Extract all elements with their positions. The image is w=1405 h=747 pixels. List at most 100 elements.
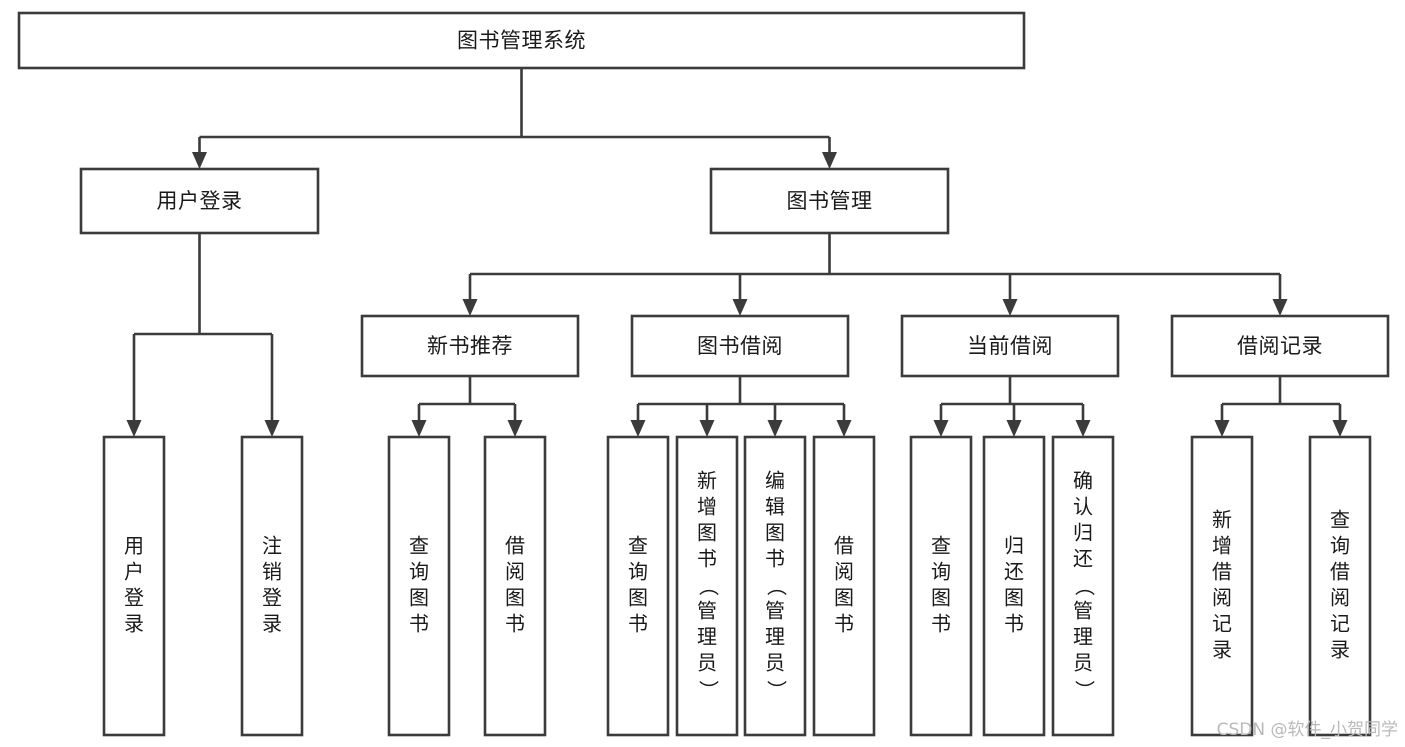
node-box-user-login (79, 167, 320, 235)
node-label-leaf-query-book-3-char-2: 图 (931, 586, 951, 610)
node-root[interactable]: 图书管理系统 (17, 11, 1026, 70)
node-box-leaf-query-book-3 (909, 435, 973, 737)
node-box-leaf-borrow-book-1 (483, 435, 547, 737)
node-label-new-book-rec: 新书推荐 (427, 334, 513, 358)
node-label-leaf-query-record-char-3: 阅 (1330, 586, 1350, 610)
node-box-borrow-record (1170, 314, 1390, 378)
node-label-leaf-query-record-char-4: 记 (1330, 612, 1350, 636)
node-label-leaf-query-book-1-char-3: 书 (409, 612, 429, 636)
node-user-login[interactable]: 用户登录 (79, 167, 320, 235)
connector-arrow-leaf-query-book-3 (933, 420, 949, 437)
node-label-leaf-query-record-char-1: 询 (1330, 534, 1350, 558)
node-label-leaf-query-book-1-char-1: 询 (409, 560, 429, 584)
node-label-leaf-borrow-book-2-char-1: 阅 (834, 560, 854, 584)
node-label-leaf-borrow-book-1-char-1: 阅 (505, 560, 525, 584)
connector-arrow-leaf-query-book-1 (411, 420, 427, 437)
node-box-book-manage (709, 167, 950, 235)
connector-arrow-leaf-return-book (1006, 420, 1022, 437)
node-label-leaf-edit-book-char-7: 员 (765, 651, 785, 675)
connector-arrow-leaf-confirm-return (1075, 420, 1091, 437)
node-label-leaf-return-book-char-2: 图 (1004, 586, 1024, 610)
node-label-leaf-borrow-book-2-char-3: 书 (834, 612, 854, 636)
node-label-leaf-add-book-char-0: 新 (697, 469, 717, 493)
node-label-leaf-confirm-return-char-5: 管 (1073, 599, 1093, 623)
node-label-leaf-add-record-char-3: 阅 (1212, 586, 1232, 610)
node-label-leaf-query-book-3-char-3: 书 (931, 612, 951, 636)
node-box-leaf-query-book-2 (606, 435, 670, 737)
node-label-leaf-query-book-3-char-0: 查 (931, 534, 951, 558)
node-label-leaf-user-logout-char-1: 销 (262, 560, 282, 584)
node-new-book-rec[interactable]: 新书推荐 (360, 314, 580, 378)
node-label-leaf-edit-book-char-5: 管 (765, 599, 785, 623)
node-label-leaf-confirm-return-char-1: 认 (1073, 495, 1093, 519)
connector-arrow-book-borrow (732, 299, 748, 316)
connector-layer (126, 68, 1348, 437)
connector-group-user-login (126, 233, 280, 437)
node-label-leaf-confirm-return-char-2: 归 (1073, 521, 1093, 545)
connector-arrow-leaf-add-record (1214, 420, 1230, 437)
node-leaf-user-login[interactable]: 用户登录 (102, 435, 166, 737)
node-box-leaf-return-book (982, 435, 1046, 737)
node-label-leaf-user-login-char-1: 户 (124, 560, 144, 584)
connector-arrow-leaf-user-login (126, 420, 142, 437)
node-box-book-borrow (630, 314, 850, 378)
node-box-leaf-user-logout (240, 435, 304, 737)
node-label-leaf-add-book-char-3: 书 (697, 547, 717, 571)
node-label-leaf-query-book-3-char-1: 询 (931, 560, 951, 584)
node-box-leaf-add-record (1190, 435, 1254, 737)
node-current-borrow[interactable]: 当前借阅 (900, 314, 1120, 378)
node-label-leaf-add-book-char-6: 理 (697, 625, 717, 649)
node-label-leaf-borrow-book-1-char-3: 书 (505, 612, 525, 636)
node-box-leaf-query-book-1 (387, 435, 451, 737)
connector-group-current-borrow (933, 376, 1091, 437)
node-label-leaf-add-book-char-2: 图 (697, 521, 717, 545)
connector-group-book-borrow (630, 376, 852, 437)
node-box-leaf-query-record (1308, 435, 1372, 737)
node-label-borrow-record: 借阅记录 (1237, 334, 1323, 358)
node-label-leaf-add-record-char-4: 记 (1212, 612, 1232, 636)
node-label-leaf-query-book-2-char-0: 查 (628, 534, 648, 558)
node-box-leaf-confirm-return (1051, 435, 1115, 737)
node-label-leaf-add-book-char-5: 管 (697, 599, 717, 623)
node-label-leaf-confirm-return-char-8: ） (1073, 680, 1097, 700)
node-label-leaf-edit-book-char-3: 书 (765, 547, 785, 571)
csdn-watermark: CSDN @软件_小贺同学 (1217, 720, 1398, 740)
node-label-leaf-add-record-char-2: 借 (1212, 560, 1232, 584)
connector-arrow-book-manage (822, 152, 837, 169)
connector-arrow-leaf-user-logout (264, 420, 280, 437)
node-label-leaf-add-record-char-5: 录 (1212, 638, 1232, 662)
node-label-leaf-add-book-char-7: 员 (697, 651, 717, 675)
connector-group-borrow-record (1214, 376, 1348, 437)
node-box-leaf-user-login (102, 435, 166, 737)
node-label-leaf-user-logout-char-2: 登 (262, 586, 282, 610)
node-label-leaf-query-book-2-char-3: 书 (628, 612, 648, 636)
connector-arrow-borrow-record (1272, 299, 1288, 316)
node-layer: 图书管理系统用户登录图书管理新书推荐图书借阅当前借阅借阅记录用户登录注销登录查询… (17, 11, 1390, 737)
node-label-leaf-edit-book-char-6: 理 (765, 625, 785, 649)
node-book-manage[interactable]: 图书管理 (709, 167, 950, 235)
node-book-borrow[interactable]: 图书借阅 (630, 314, 850, 378)
node-label-leaf-add-book-char-4: （ (697, 576, 721, 596)
node-borrow-record[interactable]: 借阅记录 (1170, 314, 1390, 378)
connector-arrow-user-login (192, 152, 207, 169)
node-label-leaf-query-record-char-2: 借 (1330, 560, 1350, 584)
node-box-root (17, 11, 1026, 70)
node-label-leaf-user-logout-char-3: 录 (262, 612, 282, 636)
node-label-leaf-query-book-1-char-2: 图 (409, 586, 429, 610)
node-label-leaf-user-logout-char-0: 注 (262, 534, 282, 558)
connector-arrow-new-book-rec (462, 299, 478, 316)
